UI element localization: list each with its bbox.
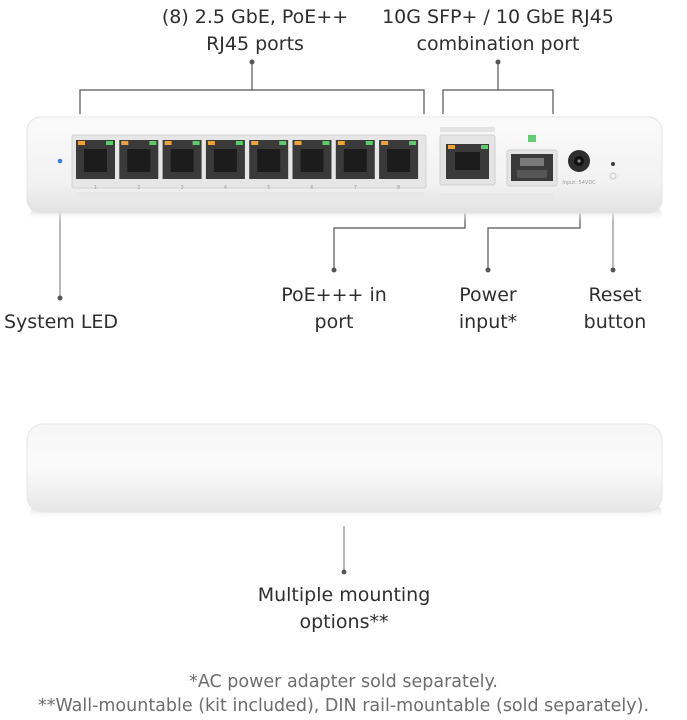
rj45-port: 8 xyxy=(379,140,419,191)
port-led-amber xyxy=(294,141,302,145)
footnote-power-adapter: *AC power adapter sold separately. xyxy=(189,672,498,692)
combo-port-label-line1: 10G SFP+ / 10 GbE RJ45 xyxy=(382,6,614,28)
port-number: 4 xyxy=(224,185,227,191)
system-led xyxy=(57,158,63,164)
port-led-green xyxy=(365,141,373,145)
port-led-amber xyxy=(381,141,389,145)
mounting-label-line2: options** xyxy=(299,611,389,633)
rj45-port: 6 xyxy=(292,140,332,191)
power-input-label-line2: input* xyxy=(458,311,518,333)
device-side xyxy=(26,423,663,513)
combo-port-label-line2: combination port xyxy=(416,33,580,55)
poe-in-led-green xyxy=(481,145,488,149)
rj45-port: 4 xyxy=(205,140,245,191)
port-led-amber xyxy=(78,141,85,145)
port-label-strip xyxy=(76,192,424,198)
ports-label-line1: (8) 2.5 GbE, PoE++ xyxy=(161,6,349,28)
rj45-port: 5 xyxy=(249,140,289,191)
port-led-green xyxy=(106,141,113,145)
poe-in-label-line1: PoE+++ in xyxy=(281,284,387,306)
port-number: 5 xyxy=(267,185,270,191)
poe-in-label-strip xyxy=(440,127,495,132)
port-led-green xyxy=(235,141,243,145)
port-number: 1 xyxy=(94,185,97,191)
ports-label: (8) 2.5 GbE, PoE++ RJ45 ports xyxy=(150,4,360,58)
poe-in-label: PoE+++ in port xyxy=(270,282,398,336)
rj45-port: 3 xyxy=(162,140,202,191)
port-number: 2 xyxy=(137,185,140,191)
port-led-amber xyxy=(251,141,259,145)
reset-button-label: Reset button xyxy=(572,282,658,336)
mounting-label-line1: Multiple mounting xyxy=(257,584,431,606)
reset-button-label-line2: button xyxy=(583,311,647,333)
ports-bracket xyxy=(79,89,425,114)
footnote-mounting: **Wall-mountable (kit included), DIN rai… xyxy=(37,696,650,716)
ports-label-line2: RJ45 ports xyxy=(206,33,304,55)
port-led-green xyxy=(192,141,200,145)
port-led-amber xyxy=(207,141,215,145)
leader-dots xyxy=(57,59,616,575)
system-led-label: System LED xyxy=(3,311,119,333)
port-number: 8 xyxy=(397,185,400,191)
rj45-port: 1 xyxy=(76,140,115,191)
mounting-label: Multiple mounting options** xyxy=(234,582,454,636)
poe-in-led-amber xyxy=(448,145,455,149)
reset-icon xyxy=(609,172,617,180)
port-number: 7 xyxy=(354,185,357,191)
port-led-amber xyxy=(337,141,345,145)
power-input-label: Power input* xyxy=(440,282,536,336)
combo-bracket xyxy=(442,89,554,114)
combo-port-label: 10G SFP+ / 10 GbE RJ45 combination port xyxy=(368,4,628,58)
port-led-green xyxy=(149,141,157,145)
sfp-led xyxy=(528,135,536,142)
rj45-port: 7 xyxy=(335,140,375,191)
rj45-port: 2 xyxy=(119,140,159,191)
port-led-green xyxy=(322,141,330,145)
port-led-amber xyxy=(164,141,172,145)
poe-in-label-line2: port xyxy=(314,311,354,333)
port-led-amber xyxy=(121,141,129,145)
rj45-ports: 1 2 3 4 5 6 7 8 xyxy=(76,140,419,191)
port-led-green xyxy=(279,141,287,145)
power-input-label-line1: Power xyxy=(459,284,517,306)
port-number: 6 xyxy=(310,185,313,191)
reset-button xyxy=(611,162,615,166)
port-led-green xyxy=(409,141,417,145)
port-number: 3 xyxy=(181,185,184,191)
power-rating-text: Input: 54VDC xyxy=(562,180,596,186)
reset-button-label-line1: Reset xyxy=(588,284,642,306)
